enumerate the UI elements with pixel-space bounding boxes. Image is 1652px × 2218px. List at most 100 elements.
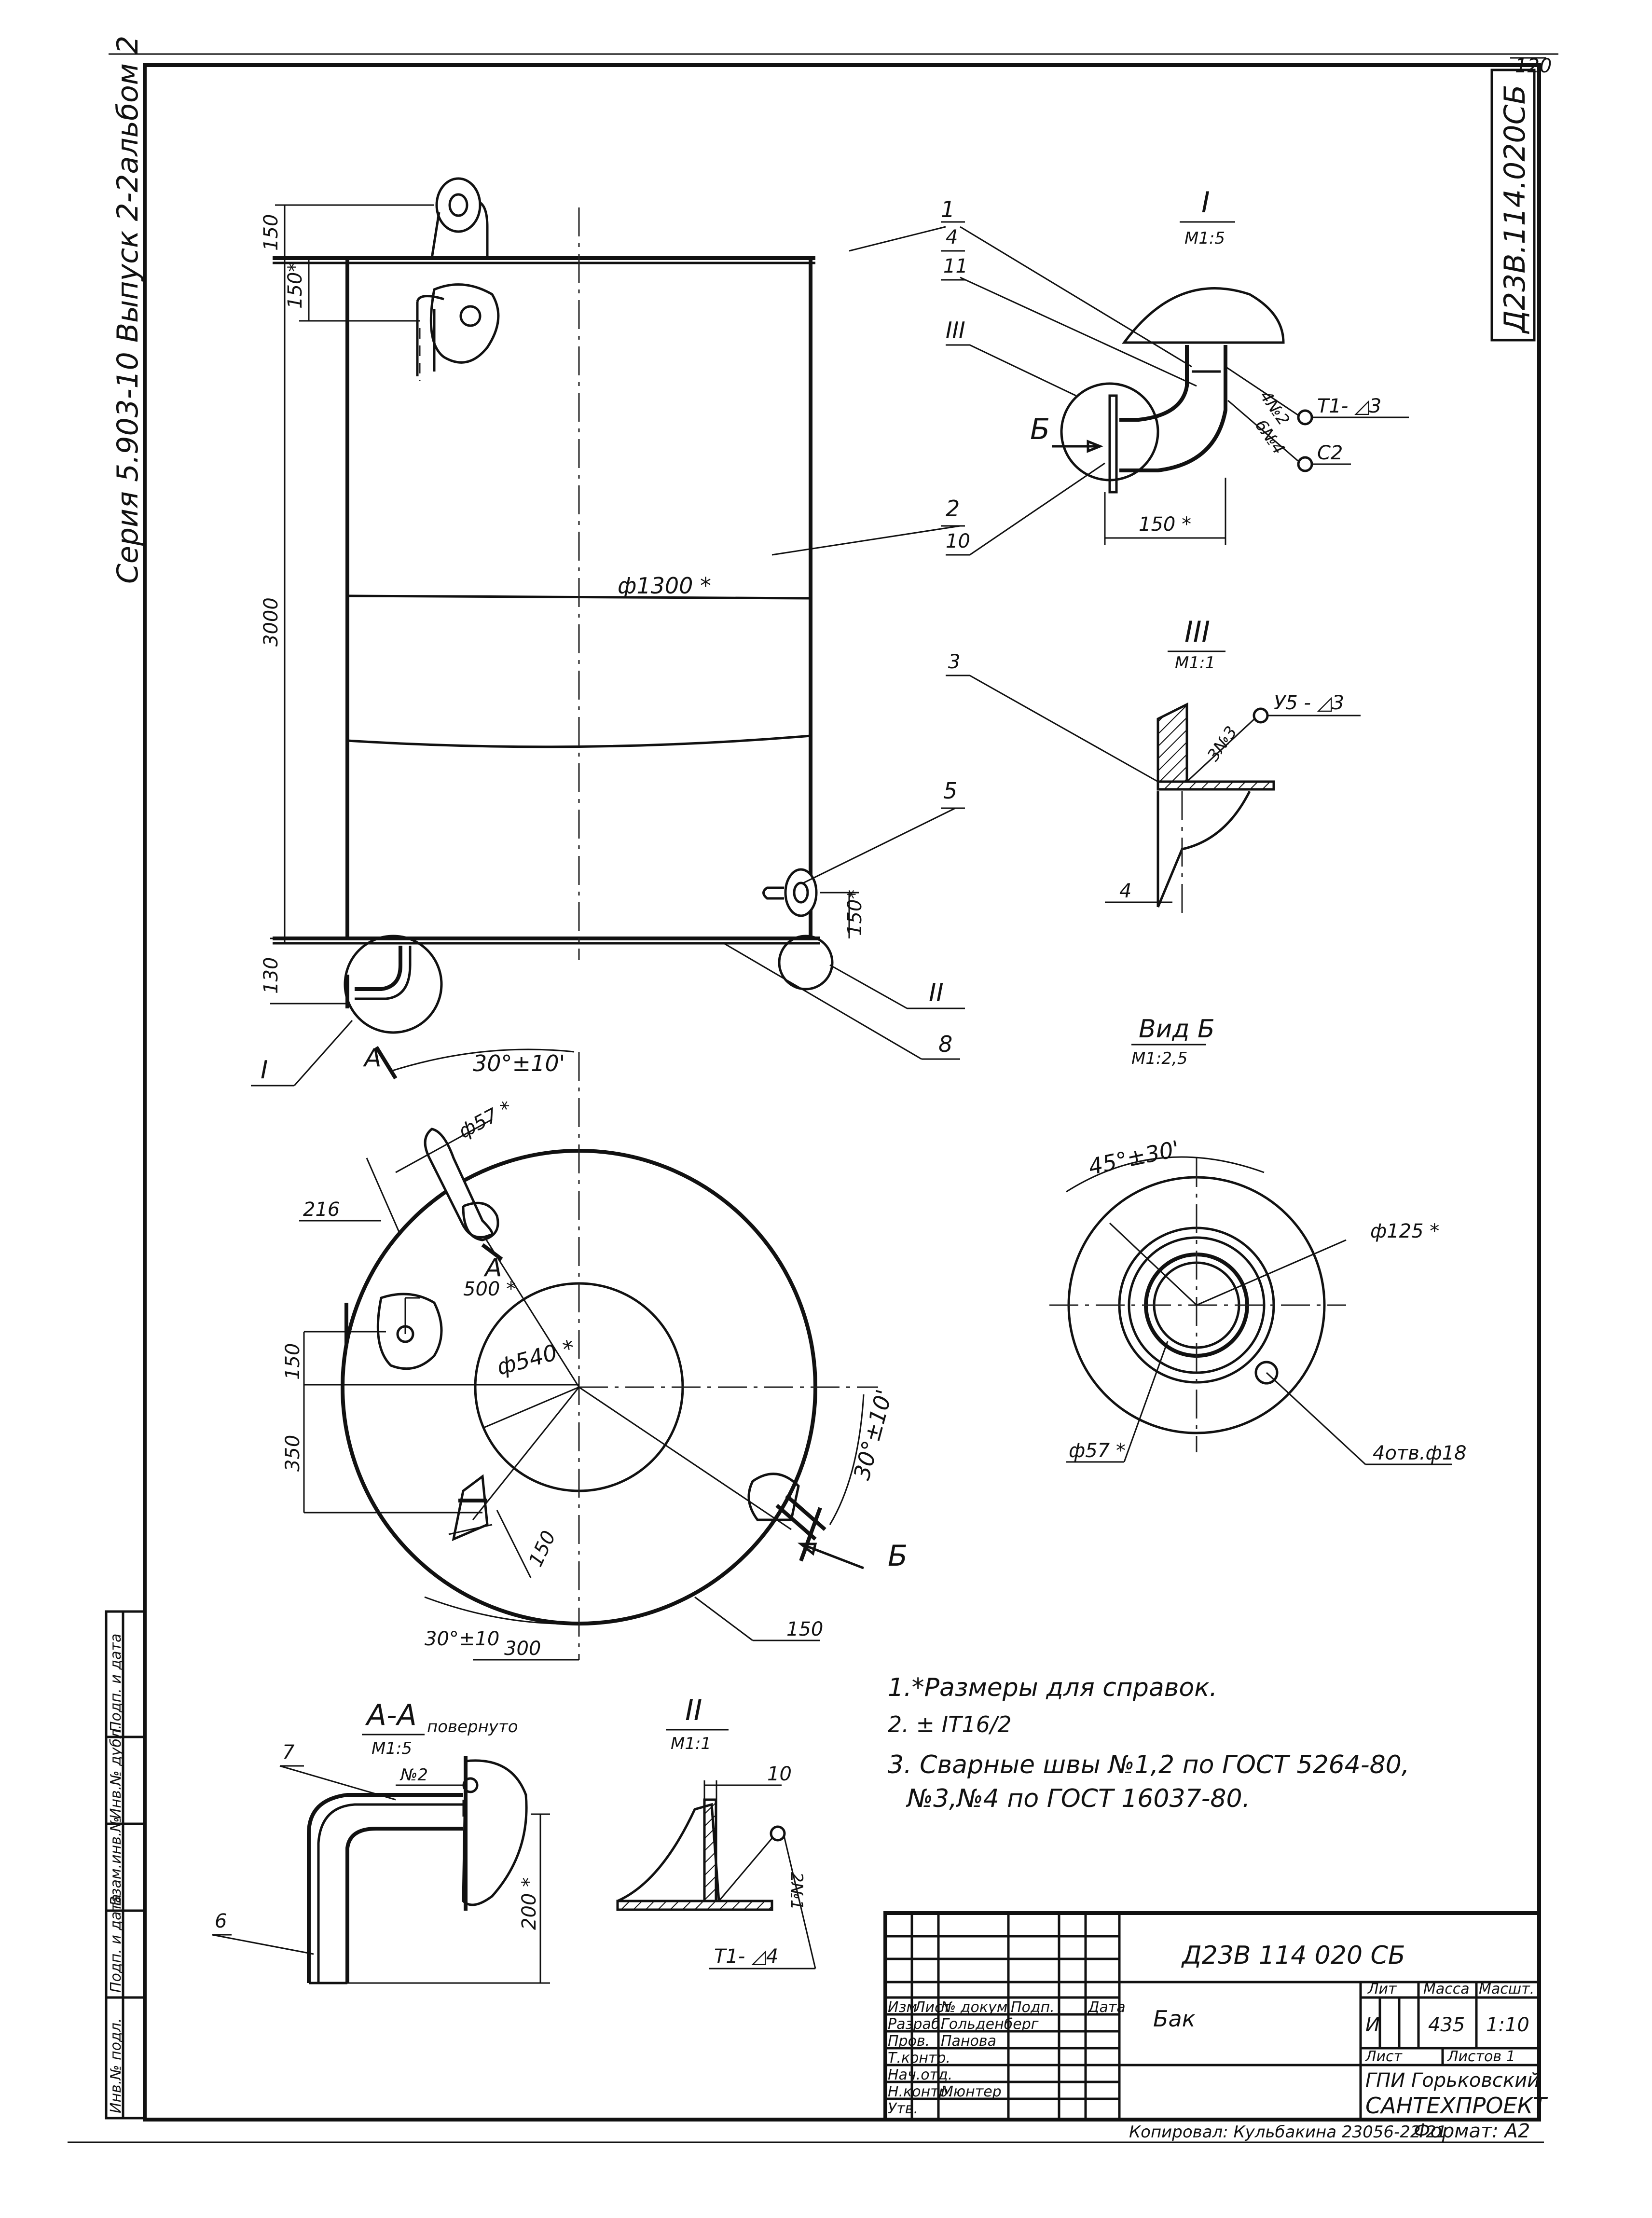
side-stamp: Инв.№ подл. Подп. и дата Взам.инв.№ Инв.… bbox=[105, 1610, 146, 2120]
detail-III-marker-circle bbox=[1060, 382, 1159, 482]
plan-angle-bottom: 30°±10 bbox=[425, 1628, 499, 1650]
detail-II-dim-10: 10 bbox=[767, 1763, 792, 1785]
tank-front-view: 150 150* 3000 ф1300 * 130 150* 1 2 5 II … bbox=[251, 177, 965, 1087]
detail-II-weld-mark: 2№1 bbox=[787, 1872, 806, 1910]
detail-I-marker-circle bbox=[344, 935, 443, 1034]
detail-II-marker-circle bbox=[778, 935, 834, 991]
detail-III-title: III bbox=[1184, 615, 1210, 649]
row-role-6: Утв. bbox=[888, 2100, 918, 2117]
section-AA-callout-6: 6 bbox=[215, 1910, 227, 1932]
section-AA-title: А-А bbox=[365, 1698, 417, 1732]
detail-II-scale: М1:1 bbox=[671, 1734, 711, 1753]
callout-1: 1 bbox=[941, 196, 955, 222]
plan-section-A-bottom: А bbox=[483, 1254, 502, 1282]
note-1: 1.*Размеры для справок. bbox=[888, 1673, 1217, 1702]
title-org-1: ГПИ Горьковский bbox=[1365, 2069, 1540, 2092]
copied-by: Копировал: Кульбакина 23056-22 21 bbox=[1129, 2122, 1447, 2142]
title-scale-label: Масшт. bbox=[1479, 1981, 1534, 1998]
row-role-2: Пров. bbox=[888, 2033, 930, 2050]
plan-dim-57: ф57 * bbox=[455, 1097, 516, 1143]
format-label: Формат: А2 bbox=[1414, 2120, 1530, 2142]
title-sheets-label: Листов 1 bbox=[1447, 2048, 1515, 2065]
detail-I-callout-10: 10 bbox=[946, 530, 970, 552]
header-doc: № докум bbox=[940, 1999, 1007, 2016]
header-izm: Изм bbox=[888, 1999, 917, 2016]
callout-5: 5 bbox=[943, 778, 957, 804]
view-B-dim-125: ф125 * bbox=[1370, 1220, 1439, 1242]
note-3: 3. Сварные швы №1,2 по ГОСТ 5264-80, bbox=[888, 1750, 1409, 1779]
title-name: Бак bbox=[1153, 2006, 1196, 2032]
title-org-2: САНТЕХПРОЕКТ bbox=[1365, 2093, 1548, 2119]
dim-bottom-130: 130 bbox=[260, 957, 282, 994]
detail-I-dim-150: 150 * bbox=[1139, 513, 1191, 536]
title-lit-value: И bbox=[1365, 2014, 1380, 2036]
detail-III-part-4: 4 bbox=[1119, 880, 1131, 902]
callout-8: 8 bbox=[938, 1031, 952, 1057]
detail-I-weld-symbol-2: С2 bbox=[1317, 442, 1343, 464]
detail-III: III М1:1 4 3 У5 - ◿3 3№3 bbox=[946, 615, 1361, 917]
series-text: Серия 5.903-10 Выпуск 2-2альбом 2 bbox=[111, 36, 145, 584]
plan-dim-300: 300 bbox=[504, 1638, 541, 1660]
row-role-3: Т.контр. bbox=[888, 2050, 950, 2066]
view-B-title: Вид Б bbox=[1139, 1015, 1215, 1044]
section-AA-weld-mark: №2 bbox=[399, 1765, 428, 1785]
detail-I-callout-4: 4 bbox=[946, 226, 958, 248]
row-role-1: Разраб. bbox=[888, 2016, 945, 2033]
side-stamp-label-1: Инв.№ подл. bbox=[108, 2018, 124, 2113]
plan-angle-right: 30°±10' bbox=[848, 1387, 897, 1483]
title-designation: Д23В 114 020 СБ bbox=[1181, 1941, 1405, 1970]
row-name-2: Панова bbox=[941, 2033, 996, 2050]
section-AA-callout-7: 7 bbox=[282, 1741, 295, 1763]
title-mass-value: 435 bbox=[1428, 2014, 1465, 2036]
view-B-dim-57: ф57 * bbox=[1069, 1440, 1126, 1462]
header-sign: Подп. bbox=[1011, 1999, 1055, 2016]
detail-II-weld-symbol: Т1- ◿4 bbox=[714, 1945, 778, 1968]
row-role-5: Н.контр. bbox=[888, 2083, 952, 2100]
plan-dim-150-left: 150 bbox=[282, 1343, 304, 1380]
plan-dim-216: 216 bbox=[303, 1199, 340, 1221]
plan-section-A-top: А bbox=[363, 1044, 382, 1073]
side-stamp-label-2: Подп. и дата bbox=[108, 1894, 124, 1993]
plan-dim-150-bottom: 150 bbox=[786, 1618, 823, 1640]
doc-code-box: Д23В.114.020СБ bbox=[1490, 69, 1536, 342]
row-name-5: Мюнтер bbox=[941, 2083, 1002, 2100]
plan-angle-top: 30°±10' bbox=[473, 1050, 565, 1076]
header-list: Лист bbox=[914, 1999, 952, 2016]
plan-view: А А 30°±10' 30°±10' 30°±10 ф57 * 216 500… bbox=[282, 1044, 908, 1661]
doc-code-vertical: Д23В.114.020СБ bbox=[1498, 84, 1532, 334]
title-mass-label: Масса bbox=[1423, 1981, 1470, 1998]
notes-block: 1.*Размеры для справок. 2. ± IT16/2 3. С… bbox=[888, 1673, 1409, 1813]
plan-dim-540: ф540 * bbox=[494, 1335, 578, 1380]
detail-I-callout-III: III bbox=[946, 317, 965, 343]
section-AA: А-А повернуто М1:5 7 6 №2 200 * bbox=[212, 1698, 550, 1984]
callout-II: II bbox=[929, 978, 944, 1007]
side-stamp-label-4: Инв.№ дубл. bbox=[108, 1724, 124, 1819]
plan-dim-350: 350 bbox=[282, 1435, 304, 1472]
callout-I: I bbox=[261, 1056, 268, 1085]
side-stamp-label-3: Взам.инв.№ bbox=[108, 1817, 124, 1906]
dim-side-150-ref: 150* bbox=[844, 890, 866, 936]
note-3b: №3,№4 по ГОСТ 16037-80. bbox=[906, 1784, 1250, 1813]
callout-2: 2 bbox=[946, 496, 960, 522]
dim-height-3000: 3000 bbox=[260, 597, 282, 647]
detail-II: II М1:1 10 Т1- ◿4 2№1 bbox=[616, 1694, 816, 1970]
detail-III-weld-symbol: У5 - ◿3 bbox=[1274, 692, 1344, 714]
detail-I-weld-symbol-1: Т1- ◿3 bbox=[1317, 395, 1381, 417]
dim-top-150-ref: 150* bbox=[284, 262, 306, 309]
dim-top-150: 150 bbox=[260, 214, 282, 251]
section-AA-rotated: повернуто bbox=[427, 1717, 518, 1736]
header-date: Дата bbox=[1087, 1999, 1126, 2016]
section-AA-scale: М1:5 bbox=[372, 1739, 412, 1758]
detail-I-title: I bbox=[1201, 186, 1210, 220]
plan-dim-500: 500 * bbox=[463, 1278, 516, 1300]
plan-dim-150-diag: 150 bbox=[524, 1528, 560, 1571]
view-B-holes: 4отв.ф18 bbox=[1373, 1442, 1467, 1464]
detail-III-weld-mark: 3№3 bbox=[1204, 723, 1241, 765]
view-B-scale: М1:2,5 bbox=[1131, 1049, 1188, 1068]
title-scale-value: 1:10 bbox=[1486, 2014, 1529, 2036]
view-B: Вид Б М1:2,5 45°±30' ф125 * ф57 * 4отв.ф… bbox=[1049, 1015, 1467, 1465]
title-block: Д23В 114 020 СБ Бак Изм Лист № докум Под… bbox=[883, 1911, 1548, 2122]
sheet-frame: 120 bbox=[68, 53, 1558, 2143]
dim-diameter-1300: ф1300 * bbox=[618, 573, 711, 599]
